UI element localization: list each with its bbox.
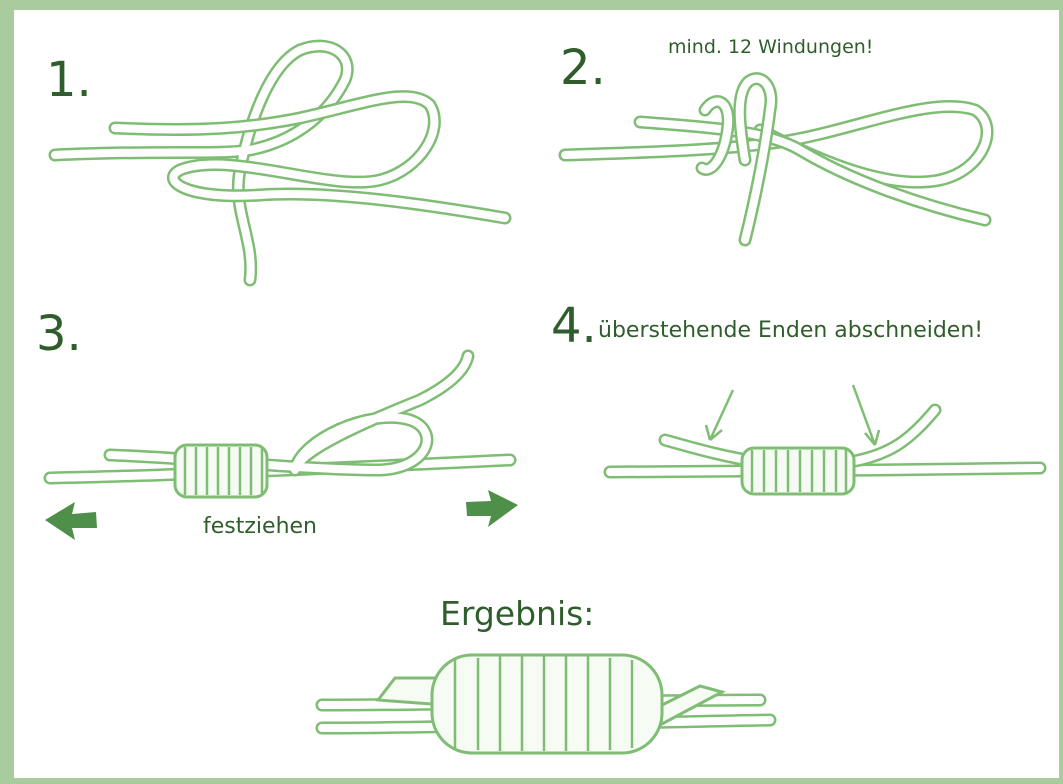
arrow-left-icon: [45, 502, 97, 540]
step-2-illustration: [565, 79, 987, 240]
step-3-number: 3.: [36, 306, 82, 362]
cut-arrow-right-icon: [853, 385, 879, 445]
step-4-note: überstehende Enden abschneiden!: [598, 318, 983, 343]
result-label: Ergebnis:: [440, 594, 594, 633]
step-4-illustration: [610, 385, 1040, 494]
step-3-illustration: [45, 356, 518, 540]
step-2-note: mind. 12 Windungen!: [668, 36, 873, 58]
step-1-illustration: [55, 46, 505, 280]
step-1-number: 1.: [46, 52, 92, 108]
cut-arrow-left-icon: [706, 390, 733, 440]
step-2-number: 2.: [560, 40, 606, 96]
arrow-right-icon: [466, 490, 518, 527]
result-illustration: [322, 655, 770, 753]
step-4-number: 4.: [551, 298, 597, 354]
step-3-note: festziehen: [203, 514, 317, 539]
